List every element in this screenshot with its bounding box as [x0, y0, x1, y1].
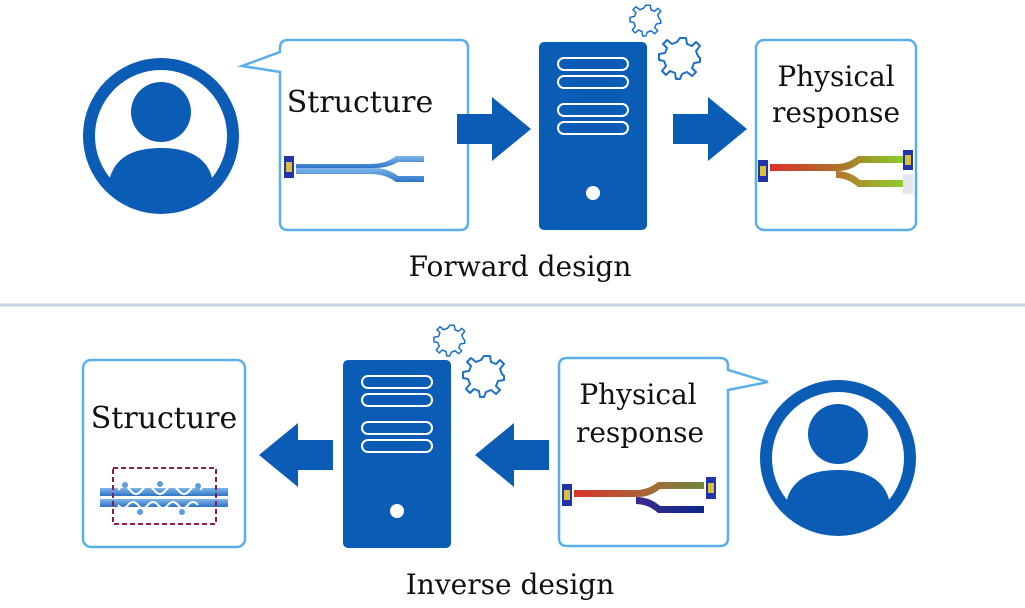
server-icon — [539, 42, 647, 230]
structure-bubble: Structure — [237, 38, 470, 232]
arrow-right-icon — [673, 97, 747, 161]
response-label-line1: Physical — [777, 60, 894, 93]
server-icon — [343, 360, 451, 548]
inverse-section: Structure — [81, 324, 916, 601]
inverse-caption: Inverse design — [406, 568, 614, 601]
user-icon — [760, 380, 916, 536]
gear-icon — [462, 355, 505, 398]
gear-icon — [658, 37, 701, 80]
gear-icon — [433, 324, 466, 357]
structure-box: Structure — [81, 358, 247, 549]
structure-label: Structure — [91, 401, 238, 436]
arrow-left-icon — [475, 423, 549, 487]
arrow-right-icon — [457, 97, 531, 161]
arrow-left-icon — [259, 423, 333, 487]
forward-section: Structure Physical respon — [83, 4, 918, 283]
gear-icon — [629, 4, 662, 37]
response-label-line1: Physical — [579, 378, 696, 411]
user-icon — [83, 58, 239, 214]
structure-label: Structure — [287, 85, 434, 120]
waveguide-icon — [284, 156, 424, 182]
forward-caption: Forward design — [409, 250, 632, 283]
waveguide-response-icon — [562, 477, 716, 513]
response-label-line2: response — [576, 416, 704, 449]
physical-response-box: Physical response — [754, 38, 918, 232]
response-bubble: Physical response — [557, 356, 769, 548]
waveguide-response-icon — [758, 150, 913, 194]
response-label-line2: response — [772, 96, 900, 129]
optimized-structure-icon — [100, 467, 228, 525]
